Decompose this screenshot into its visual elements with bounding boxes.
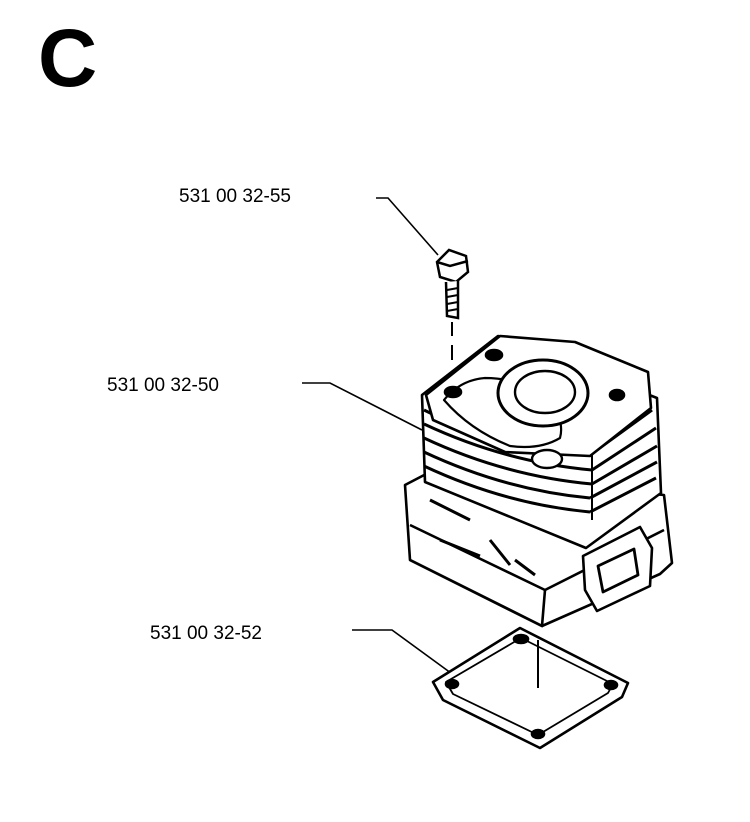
screw-icon[interactable] bbox=[435, 248, 470, 360]
leader-line-cylinder bbox=[302, 382, 423, 431]
part-label-gasket[interactable]: 531 00 32-52 bbox=[150, 623, 262, 644]
gasket-icon[interactable] bbox=[431, 626, 630, 750]
part-label-screw[interactable]: 531 00 32-55 bbox=[179, 186, 291, 207]
cylinder-icon[interactable] bbox=[403, 334, 674, 628]
leader-line-gasket bbox=[352, 629, 456, 677]
leader-line-screw bbox=[376, 197, 439, 256]
section-letter: C bbox=[38, 13, 98, 104]
part-label-cylinder[interactable]: 531 00 32-50 bbox=[107, 375, 219, 396]
